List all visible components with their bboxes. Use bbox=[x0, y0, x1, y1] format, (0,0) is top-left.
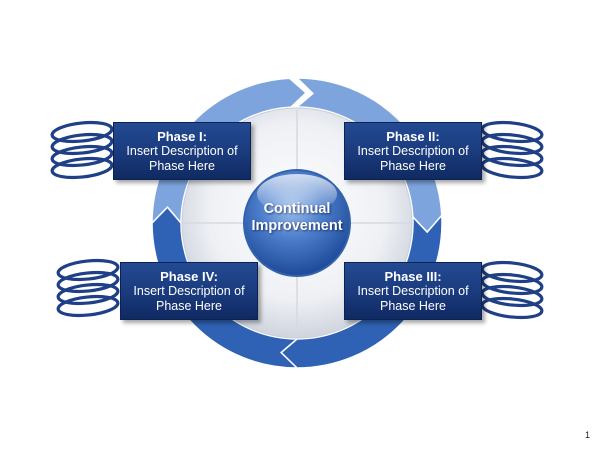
spring-coil-icon bbox=[480, 120, 544, 180]
phase-2-desc-line1: Insert Description of bbox=[357, 143, 469, 158]
phase-4-box: Phase IV: Insert Description of Phase He… bbox=[120, 262, 258, 320]
center-label-line1: Continual bbox=[263, 201, 331, 217]
spring-coil-loop bbox=[56, 282, 120, 306]
spring-coil-loop bbox=[50, 120, 114, 144]
spring-coil-loop bbox=[50, 144, 114, 168]
phase-1-desc-line1: Insert Description of bbox=[126, 143, 238, 158]
spring-coil-loop bbox=[56, 258, 120, 282]
phase-2-box: Phase II: Insert Description of Phase He… bbox=[344, 122, 482, 180]
spring-coil-loop bbox=[480, 284, 544, 308]
phase-4-title: Phase IV: bbox=[160, 268, 218, 284]
phase-3-title: Phase III: bbox=[384, 268, 442, 284]
phase-2-title: Phase II: bbox=[386, 128, 440, 144]
center-sphere-shine bbox=[257, 174, 337, 214]
spring-coil-loop bbox=[50, 132, 114, 156]
springs bbox=[50, 120, 544, 320]
spring-coil-icon bbox=[50, 120, 114, 180]
spring-coil-loop bbox=[480, 260, 544, 284]
spring-coil-loop bbox=[56, 294, 120, 318]
spring-coil-icon bbox=[480, 260, 544, 320]
phase-1-box: Phase I: Insert Description of Phase Her… bbox=[113, 122, 251, 180]
spring-coil-icon bbox=[56, 258, 120, 318]
spring-coil-loop bbox=[480, 296, 544, 320]
phase-4-desc-line2: Phase Here bbox=[155, 298, 222, 313]
phase-3-desc-line2: Phase Here bbox=[379, 298, 446, 313]
center-label-line2: Improvement bbox=[251, 218, 343, 234]
phase-4-desc-line1: Insert Description of bbox=[133, 283, 245, 298]
spring-coil-loop bbox=[56, 270, 120, 294]
spring-coil-loop bbox=[480, 120, 544, 144]
phase-1-desc-line2: Phase Here bbox=[148, 158, 215, 173]
phase-3-box: Phase III: Insert Description of Phase H… bbox=[344, 262, 482, 320]
page-number: 1 bbox=[584, 430, 590, 440]
spring-coil-loop bbox=[480, 156, 544, 180]
phase-1-title: Phase I: bbox=[157, 128, 207, 144]
phase-3-desc-line1: Insert Description of bbox=[357, 283, 469, 298]
spring-coil-loop bbox=[480, 144, 544, 168]
phase-2-desc-line2: Phase Here bbox=[379, 158, 446, 173]
spring-coil-loop bbox=[50, 156, 114, 180]
center-label: Continual Improvement bbox=[241, 201, 353, 235]
spring-coil-loop bbox=[480, 132, 544, 156]
spring-coil-loop bbox=[480, 272, 544, 296]
